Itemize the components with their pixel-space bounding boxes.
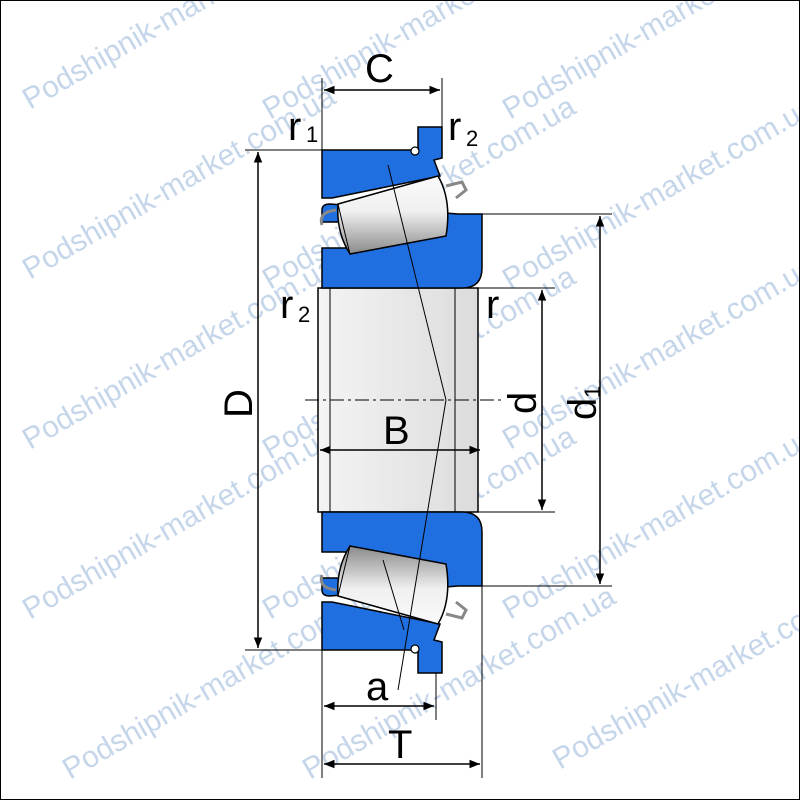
- label-r2-left-sub: 2: [298, 302, 310, 327]
- outer-ring-bottom: [321, 601, 443, 674]
- label-D: D: [217, 389, 261, 418]
- label-d1-sub: 1: [580, 386, 605, 398]
- label-B: B: [383, 409, 410, 453]
- label-r2-top: r: [448, 105, 461, 149]
- cage-bottom-right: [445, 600, 468, 620]
- cage-top-left: [319, 208, 337, 226]
- roller-top: [337, 175, 449, 255]
- label-C: C: [365, 47, 394, 91]
- cage-top-right: [445, 180, 468, 200]
- outer-ring-top: [321, 126, 443, 199]
- label-d1: d: [561, 398, 605, 420]
- contact-line: [387, 164, 447, 401]
- extension-lines: [245, 78, 612, 778]
- cage-bottom-left: [319, 574, 337, 592]
- label-r1: r: [288, 105, 301, 149]
- label-T: T: [388, 723, 412, 767]
- label-r2-top-sub: 2: [466, 126, 478, 151]
- label-r: r: [486, 283, 499, 327]
- label-r2-left: r: [280, 283, 293, 327]
- dimension-arrows: [253, 85, 605, 769]
- snap-ring-groove: [410, 146, 420, 156]
- label-d: d: [501, 392, 545, 414]
- snap-ring-groove: [410, 644, 420, 654]
- label-r1-sub: 1: [306, 122, 318, 147]
- roller-bottom: [337, 545, 449, 625]
- label-a: a: [366, 665, 389, 709]
- contact-line: [382, 559, 405, 631]
